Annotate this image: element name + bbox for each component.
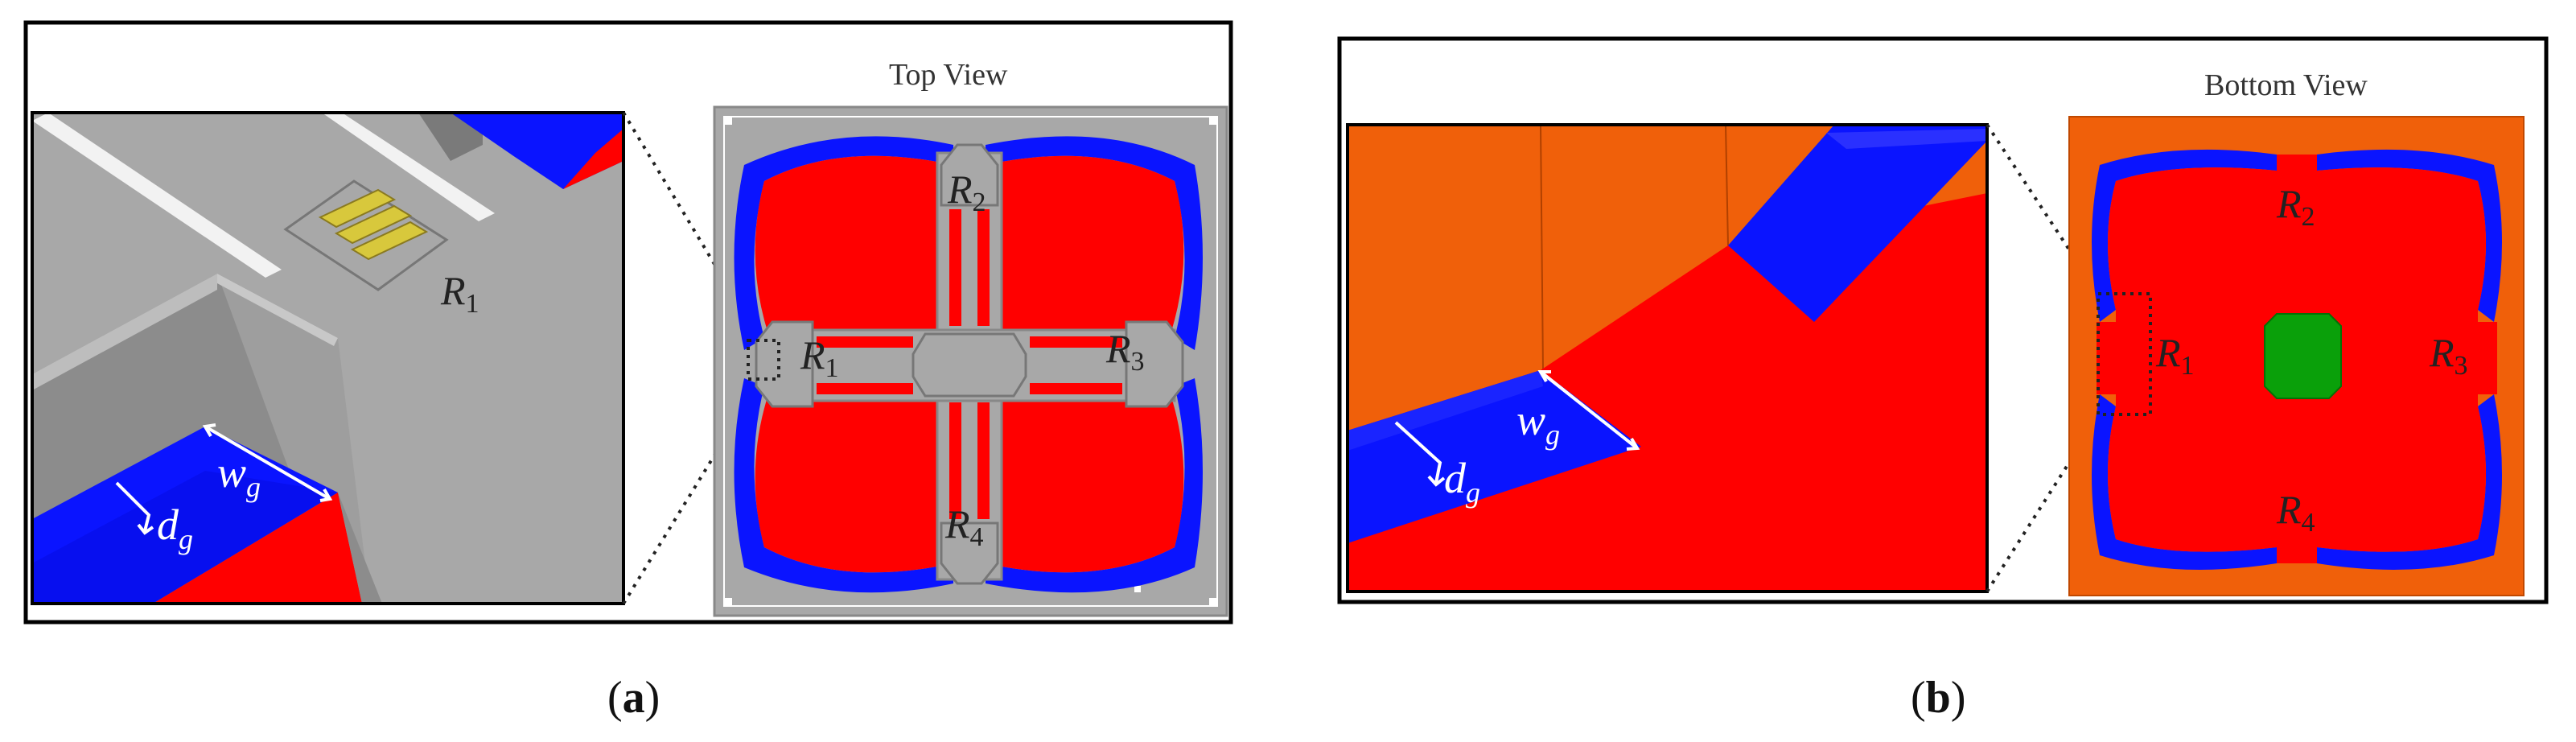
resistor-label-b-r3: R3 [2429, 330, 2468, 381]
depth-label-b: dg [1444, 454, 1480, 509]
caption-b: (b) [1911, 673, 1965, 723]
width-label-b: wg [1516, 396, 1560, 451]
resistor-label-a-r3: R3 [1105, 326, 1145, 377]
zoom-inset-a [32, 113, 623, 604]
panel-b: wg dg Bottom View R1 R2 [1337, 36, 2549, 604]
resistor-label-a-r2: R2 [947, 167, 986, 217]
top-view-chip: Top View R1 R2 R3 R4 [713, 58, 1228, 617]
resistor-label-a-r4: R4 [944, 501, 984, 552]
panel-a: wg dg R1 [23, 20, 1233, 625]
zoom-inset-b [1348, 125, 1987, 592]
resistor-label-b-r2: R2 [2276, 181, 2315, 232]
zoom-box-b [2097, 292, 2152, 416]
resistor-label-a-r1: R1 [800, 332, 839, 383]
zoom-inset-a-border [31, 111, 625, 605]
dimension-markers-a [115, 423, 333, 535]
width-label-a: wg [217, 448, 261, 503]
dimension-markers-b [1394, 370, 1640, 487]
zoom-inset-b-border [1346, 123, 1989, 593]
resistor-label-b-r1: R1 [2155, 330, 2195, 381]
center-pad [2264, 313, 2342, 399]
resistor-label-b-r4: R4 [2276, 487, 2315, 538]
bottom-view-title: Bottom View [2204, 68, 2368, 102]
bottom-view-chip: Bottom View R1 R2 R3 R4 [2068, 68, 2525, 596]
depth-label-a: dg [157, 501, 193, 555]
top-view-title: Top View [889, 58, 1008, 92]
zoom-box-a [747, 339, 780, 381]
caption-a: (a) [607, 673, 660, 723]
resistor-label-a-zoom: R1 [440, 268, 479, 319]
